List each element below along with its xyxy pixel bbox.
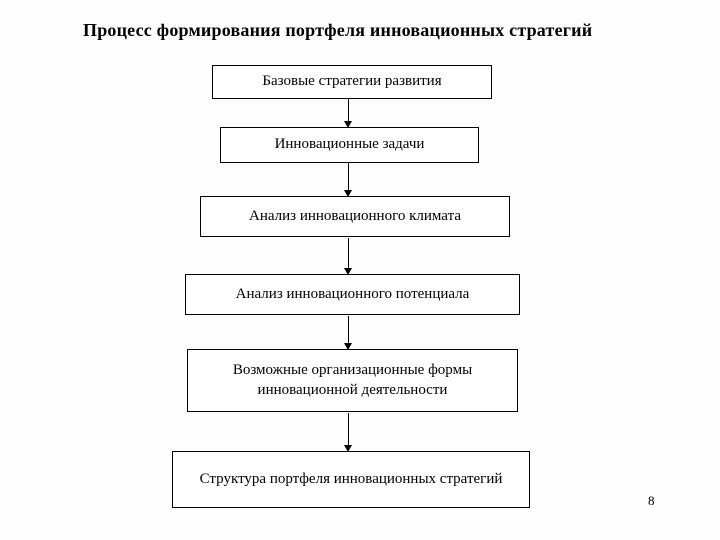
flow-box-label: Базовые стратегии развития (262, 73, 442, 90)
flow-box-label: Анализ инновационного потенциала (235, 285, 470, 302)
flow-box-base-strategies: Базовые стратегии развития (212, 65, 492, 99)
flow-arrow-down-3 (344, 238, 352, 275)
flow-arrow-down-2 (344, 163, 352, 197)
flow-arrow-down-4 (344, 316, 352, 350)
flow-box-label: Инновационные задачи (274, 136, 425, 153)
flow-box-innovation-tasks: Инновационные задачи (220, 127, 479, 163)
flow-box-label: Возможные организационные формы инноваци… (232, 362, 473, 398)
flow-arrow-down-5 (344, 413, 352, 452)
flow-box-climate-analysis: Анализ инновационного климата (200, 196, 510, 237)
flow-box-label: Анализ инновационного климата (249, 207, 461, 224)
flow-box-potential-analysis: Анализ инновационного потенциала (185, 274, 520, 315)
page-number: 8 (648, 493, 655, 508)
flow-box-organizational-forms: Возможные организационные формы инноваци… (187, 349, 518, 412)
slide-title: Процесс формирования портфеля инновацион… (83, 20, 593, 40)
flow-box-portfolio-structure: Структура портфеля инновационных стратег… (172, 451, 530, 508)
flow-arrow-down-1 (344, 99, 352, 128)
flow-box-label: Структура портфеля инновационных стратег… (199, 470, 503, 487)
